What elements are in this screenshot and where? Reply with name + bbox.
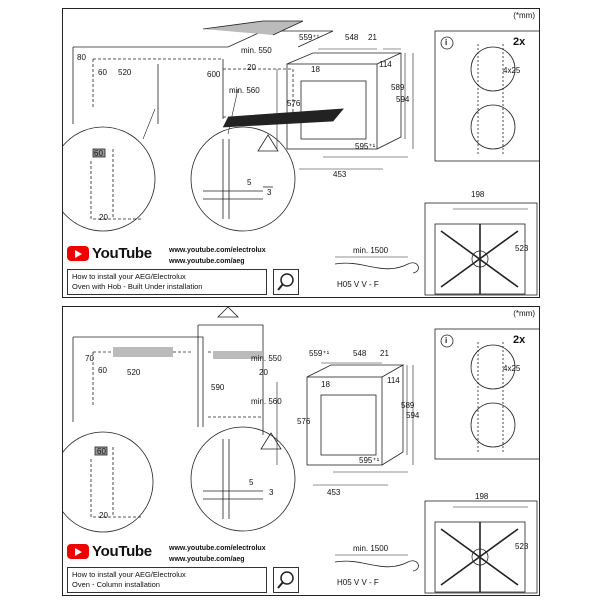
url-aeg[interactable]: www.youtube.com/aeg bbox=[169, 258, 245, 265]
cab-dim-520: 520 bbox=[127, 368, 141, 377]
unit-note: (*mm) bbox=[513, 11, 535, 20]
detail-dim-60: 60 bbox=[97, 447, 106, 456]
screw-count: 2x bbox=[513, 36, 526, 48]
cab-dim-min560: min. 560 bbox=[229, 86, 260, 95]
howto-line-2: Oven with Hob - Built Under installation bbox=[72, 282, 203, 291]
howto-line-1: How to install your AEG/Electrolux bbox=[72, 570, 186, 579]
cable-type: H05 V V - F bbox=[337, 280, 379, 289]
column-drawing bbox=[63, 307, 539, 594]
howto-box: How to install your AEG/Electrolux Oven … bbox=[67, 269, 267, 295]
oven-dim-21: 21 bbox=[380, 349, 389, 358]
oven-dim-559: 559⁺¹ bbox=[309, 349, 330, 358]
magnifier-icon[interactable] bbox=[273, 567, 299, 593]
oven-dim-453: 453 bbox=[327, 488, 341, 497]
built-under-drawing bbox=[63, 20, 539, 296]
cab-dim-70: 70 bbox=[85, 354, 94, 363]
youtube-logo: YouTube bbox=[67, 245, 152, 262]
info-icon: i bbox=[445, 38, 448, 47]
cab-dim-60: 60 bbox=[98, 68, 107, 77]
youtube-wordmark: YouTube bbox=[92, 543, 152, 560]
cab-dim-20: 20 bbox=[247, 63, 256, 72]
cable-type: H05 V V - F bbox=[337, 578, 379, 587]
detail-dim-5: 5 bbox=[247, 178, 252, 187]
oven-dim-548: 548 bbox=[345, 33, 359, 42]
detail-dim-20: 20 bbox=[99, 511, 108, 520]
oven-dim-18: 18 bbox=[321, 380, 330, 389]
detail-dim-60: 60 bbox=[94, 149, 103, 158]
detail-dim-5: 5 bbox=[249, 478, 254, 487]
oven-dim-18: 18 bbox=[311, 65, 320, 74]
detail-dim-3: 3 bbox=[269, 488, 274, 497]
magnifier-icon[interactable] bbox=[273, 269, 299, 295]
column-installation-panel: (*mm) 70 60 520 590 min. 550 20 min bbox=[62, 306, 540, 596]
howto-line-1: How to install your AEG/Electrolux bbox=[72, 272, 186, 281]
cab-dim-590: 590 bbox=[211, 383, 225, 392]
youtube-wordmark: YouTube bbox=[92, 245, 152, 262]
info-icon: i bbox=[445, 336, 448, 345]
video-urls: www.youtube.com/electrolux www.youtube.c… bbox=[169, 245, 266, 267]
cab-dim-520: 520 bbox=[118, 68, 132, 77]
cab-dim-min560: min. 560 bbox=[251, 397, 282, 406]
oven-dim-589: 589 bbox=[401, 401, 415, 410]
screw-size: 4x25 bbox=[503, 364, 521, 373]
oven-dim-594: 594 bbox=[396, 95, 410, 104]
url-electrolux[interactable]: www.youtube.com/electrolux bbox=[169, 545, 266, 552]
oven-dim-114: 114 bbox=[387, 376, 400, 385]
cab-dim-min550: min. 550 bbox=[241, 46, 272, 55]
howto-line-2: Oven - Column installation bbox=[72, 580, 160, 589]
oven-dim-594: 594 bbox=[406, 411, 420, 420]
play-icon bbox=[67, 544, 89, 559]
screw-size: 4x25 bbox=[503, 66, 521, 75]
cab-dim-80: 80 bbox=[77, 53, 86, 62]
youtube-logo: YouTube bbox=[67, 543, 152, 560]
unit-note: (*mm) bbox=[513, 309, 535, 318]
oven-dim-548: 548 bbox=[353, 349, 367, 358]
oven-dim-114: 114 bbox=[379, 60, 392, 69]
cable-min-length: min. 1500 bbox=[353, 544, 389, 553]
built-under-installation-panel: (*mm) bbox=[62, 8, 540, 298]
plate-dim-198: 198 bbox=[475, 492, 489, 501]
oven-dim-576: 576 bbox=[287, 99, 301, 108]
cab-dim-60: 60 bbox=[98, 366, 107, 375]
oven-dim-576: 576 bbox=[297, 417, 311, 426]
oven-dim-589: 589 bbox=[391, 83, 405, 92]
plate-dim-523: 523 bbox=[515, 542, 529, 551]
detail-dim-20: 20 bbox=[99, 213, 108, 222]
detail-dim-3: 3 bbox=[267, 188, 272, 197]
oven-dim-559: 559⁺¹ bbox=[299, 33, 320, 42]
plate-dim-523: 523 bbox=[515, 244, 529, 253]
url-electrolux[interactable]: www.youtube.com/electrolux bbox=[169, 247, 266, 254]
cab-dim-20: 20 bbox=[259, 368, 268, 377]
oven-dim-21: 21 bbox=[368, 33, 377, 42]
oven-dim-595: 595⁺¹ bbox=[359, 456, 380, 465]
cable-min-length: min. 1500 bbox=[353, 246, 389, 255]
cab-dim-600: 600 bbox=[207, 70, 221, 79]
play-icon bbox=[67, 246, 89, 261]
howto-box: How to install your AEG/Electrolux Oven … bbox=[67, 567, 267, 593]
oven-dim-453: 453 bbox=[333, 170, 347, 179]
cab-dim-min550: min. 550 bbox=[251, 354, 282, 363]
plate-dim-198: 198 bbox=[471, 190, 485, 199]
screw-count: 2x bbox=[513, 334, 526, 346]
oven-dim-595: 595⁺¹ bbox=[355, 142, 376, 151]
video-urls: www.youtube.com/electrolux www.youtube.c… bbox=[169, 543, 266, 565]
url-aeg[interactable]: www.youtube.com/aeg bbox=[169, 556, 245, 563]
